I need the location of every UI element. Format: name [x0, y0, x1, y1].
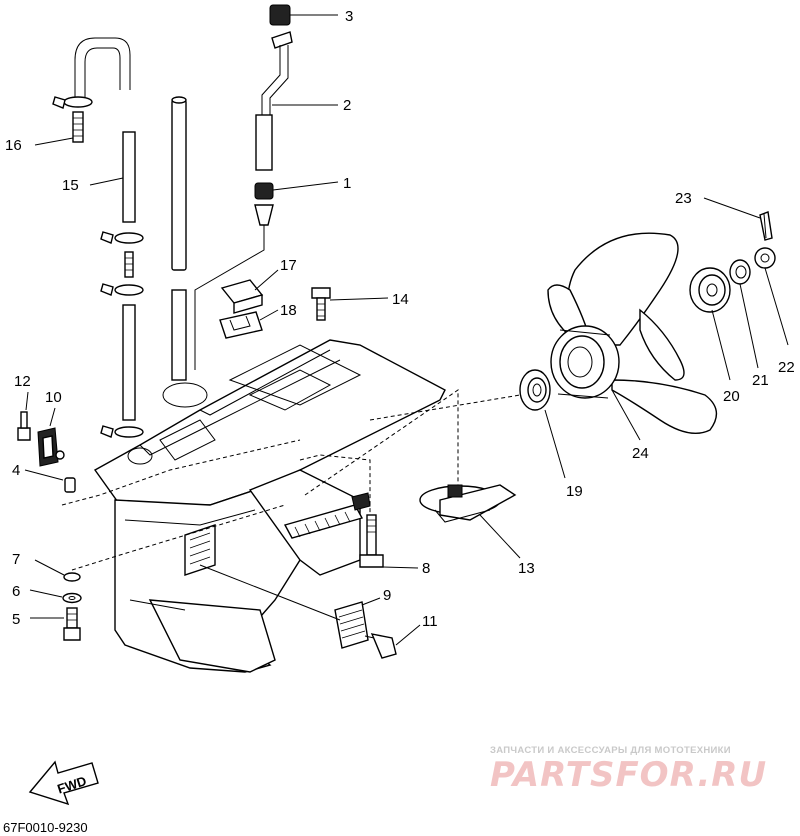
parts-20-23-spacer-nut-pin: [689, 211, 776, 313]
callout-21: 21: [752, 372, 769, 389]
part-15-hose: [100, 131, 144, 438]
callout-20: 20: [723, 388, 740, 405]
fwd-arrow: FWD: [28, 760, 99, 806]
callout-23: 23: [675, 190, 692, 207]
diagram-code: 67F0010-9230: [3, 820, 88, 835]
watermark-brand: PARTSFOR.RU: [490, 755, 767, 795]
callout-7: 7: [12, 551, 20, 568]
callout-16: 16: [5, 137, 22, 154]
parts-1-2-3-shift-rod: [194, 4, 293, 370]
parts-17-18-plates: [219, 279, 264, 339]
part-14-bolt: [311, 287, 331, 321]
callout-1: 1: [343, 175, 351, 192]
part-24-propeller: [547, 232, 718, 434]
callout-4: 4: [12, 462, 20, 479]
watermark-tagline: ЗАПЧАСТИ И АКСЕССУАРЫ ДЛЯ МОТОТЕХНИКИ: [490, 745, 731, 756]
watermark: ЗАПЧАСТИ И АКСЕССУАРЫ ДЛЯ МОТОТЕХНИКИ PA…: [490, 745, 767, 795]
callout-12: 12: [14, 373, 31, 390]
lower-casing: [93, 339, 446, 673]
callout-19: 19: [566, 483, 583, 500]
propeller-shaft: [283, 492, 371, 539]
callout-8: 8: [422, 560, 430, 577]
callout-3: 3: [345, 8, 353, 25]
callout-18: 18: [280, 302, 297, 319]
callout-5: 5: [12, 611, 20, 628]
leader-lines: [24, 14, 789, 646]
callout-6: 6: [12, 583, 20, 600]
callout-22: 22: [778, 359, 795, 376]
callout-24: 24: [632, 445, 649, 462]
callout-9: 9: [383, 587, 391, 604]
callout-14: 14: [392, 291, 409, 308]
part-13-trim-tab: [419, 484, 517, 523]
callout-17: 17: [280, 257, 297, 274]
part-8-bolt: [359, 514, 384, 568]
parts-10-12-anode-bolt: [17, 411, 65, 467]
part-19-thrust-washer: [519, 369, 551, 411]
part-4-dowel: [64, 477, 76, 493]
parts-9-11-plate-screw: [334, 601, 397, 659]
callout-10: 10: [45, 389, 62, 406]
part-16-hose-clip: [52, 37, 131, 143]
parts-5-6-7-bolt-washers: [62, 572, 82, 641]
water-tube-center: [171, 96, 187, 381]
callout-11: 11: [422, 613, 438, 630]
callout-15: 15: [62, 177, 79, 194]
callout-numbers: 1 2 3 4 5 6 7 8 9 10 11 12 13 14 15 16 1…: [5, 8, 795, 630]
callout-2: 2: [343, 97, 351, 114]
callout-13: 13: [518, 560, 535, 577]
